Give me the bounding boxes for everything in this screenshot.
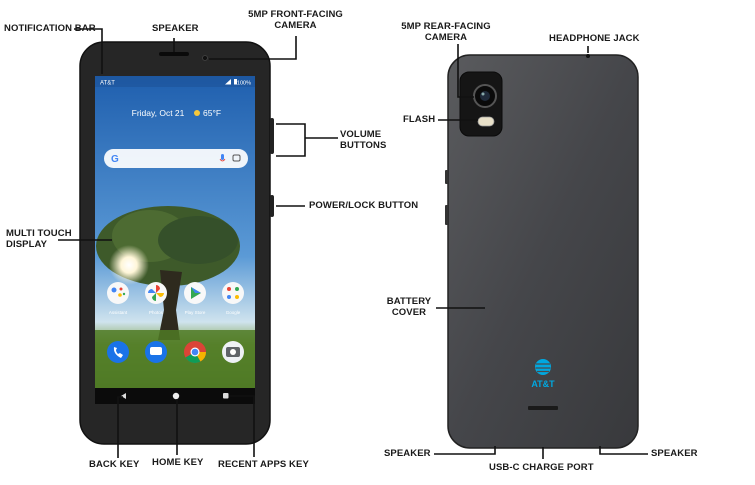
assistant-icon[interactable]	[107, 282, 129, 304]
dock	[107, 341, 244, 363]
line-front-camera	[209, 36, 297, 60]
back-side-button-2	[445, 205, 448, 225]
mic-icon-stand	[219, 158, 226, 162]
assistant-dot-blue	[111, 287, 117, 293]
app-label-1: Photos	[149, 310, 164, 315]
rear-camera-glass	[480, 91, 490, 101]
photos-petal-blue	[148, 289, 156, 293]
rear-speaker-grille	[528, 406, 558, 410]
flash-led	[477, 116, 495, 127]
front-camera-lens	[202, 55, 208, 61]
assistant-dot-red	[119, 287, 123, 291]
chrome-green	[185, 352, 201, 363]
camera-lens-ring	[230, 349, 236, 355]
label-battery-line1: BATTERY	[386, 296, 432, 307]
play-triangle-top	[191, 287, 201, 293]
app-label-0: Assistant	[109, 310, 128, 315]
photos-petal-yellow	[156, 293, 164, 297]
google-folder-icon[interactable]	[222, 282, 244, 304]
status-bar	[95, 76, 255, 87]
back-side-button	[445, 170, 448, 184]
line-rear-camera	[457, 44, 474, 98]
label-battery: BATTERY COVER	[382, 296, 436, 318]
phone-handset	[113, 347, 123, 358]
messages-bubble	[150, 347, 162, 355]
att-globe-stripes	[535, 363, 551, 373]
date-text: Friday, Oct 21	[132, 108, 185, 118]
att-globe-icon	[535, 359, 551, 375]
line-speaker-right	[599, 446, 648, 455]
back-key-icon[interactable]	[121, 393, 126, 399]
mic-icon[interactable]	[221, 154, 224, 160]
photos-petal-green	[152, 293, 156, 301]
label-speaker-top: SPEAKER	[152, 23, 199, 34]
phone-icon[interactable]	[107, 341, 129, 363]
label-rear-camera: 5MP REAR-FACING CAMERA	[396, 21, 496, 43]
photos-petal-red	[156, 285, 160, 293]
home-key-icon[interactable]	[172, 392, 180, 400]
weather-text: 65°F	[203, 108, 221, 118]
front-phone: AT&T 100% Friday, Oct 21 65°F G	[79, 41, 274, 445]
label-recent-apps-key: RECENT APPS KEY	[218, 459, 309, 470]
label-multi-touch-line1: MULTI TOUCH	[6, 228, 72, 239]
rear-camera-glint	[481, 92, 485, 96]
recent-apps-key-icon[interactable]	[223, 393, 229, 399]
label-headphone-jack: HEADPHONE JACK	[549, 33, 640, 44]
chrome-center-blue	[191, 348, 199, 356]
lens-icon[interactable]	[232, 154, 241, 162]
assistant-dot-yellow	[118, 293, 122, 297]
label-speaker-left: SPEAKER	[384, 448, 431, 459]
label-usbc-port: USB-C CHARGE PORT	[489, 462, 594, 473]
label-battery-line2: COVER	[391, 307, 427, 318]
line-notification-bar	[74, 28, 103, 74]
label-front-camera-line2: CAMERA	[274, 20, 317, 31]
label-speaker-right: SPEAKER	[651, 448, 698, 459]
volume-button-side	[270, 118, 274, 154]
folder-dot-4	[235, 295, 239, 299]
status-carrier: AT&T	[100, 81, 115, 87]
app-label-3: Google	[226, 310, 241, 315]
headphone-jack-hole	[586, 54, 590, 58]
label-volume-line1: VOLUME	[340, 129, 382, 140]
google-g-icon: G	[111, 154, 119, 165]
label-volume: VOLUME BUTTONS	[340, 129, 386, 151]
line-recent-key	[229, 395, 255, 457]
back-phone: AT&T	[445, 54, 639, 449]
label-notification-bar: NOTIFICATION BAR	[4, 23, 96, 34]
search-bar[interactable]	[104, 149, 248, 168]
tree-canopy-3	[158, 216, 238, 264]
label-multi-touch: MULTI TOUCH DISPLAY	[6, 228, 72, 250]
sun-glow	[109, 245, 149, 285]
label-multi-touch-line2: DISPLAY	[6, 239, 48, 250]
status-battery: 100%	[237, 81, 251, 87]
sun-weather-icon	[194, 110, 200, 116]
app-row: Assistant Photos Play Store Google	[107, 282, 244, 315]
app-label-2: Play Store	[185, 310, 206, 315]
folder-dot-1	[227, 287, 231, 291]
line-speaker-left	[434, 446, 496, 455]
label-front-camera: 5MP FRONT-FACING CAMERA	[238, 9, 353, 31]
label-home-key: HOME KEY	[152, 457, 204, 468]
att-globe-logo	[535, 359, 551, 375]
earpiece-slot	[159, 52, 189, 56]
label-rear-camera-line1: 5MP REAR-FACING	[401, 21, 491, 32]
label-volume-line2: BUTTONS	[340, 140, 387, 151]
line-back-key	[117, 396, 123, 458]
leader-lines	[58, 28, 648, 459]
label-power-lock: POWER/LOCK BUTTON	[309, 200, 419, 211]
folder-dot-3	[227, 295, 231, 299]
signal-icon	[225, 79, 231, 85]
label-rear-camera-line2: CAMERA	[424, 32, 468, 43]
line-volume	[276, 123, 306, 157]
label-front-camera-line1: 5MP FRONT-FACING	[248, 9, 343, 20]
folder-dot-2	[235, 287, 239, 291]
battery-icon	[234, 79, 237, 85]
label-flash: FLASH	[403, 114, 436, 125]
label-back-key: BACK KEY	[89, 459, 140, 470]
power-button-side	[270, 195, 274, 217]
back-brand-text: AT&T	[531, 379, 555, 389]
assistant-dot-green	[122, 292, 126, 296]
